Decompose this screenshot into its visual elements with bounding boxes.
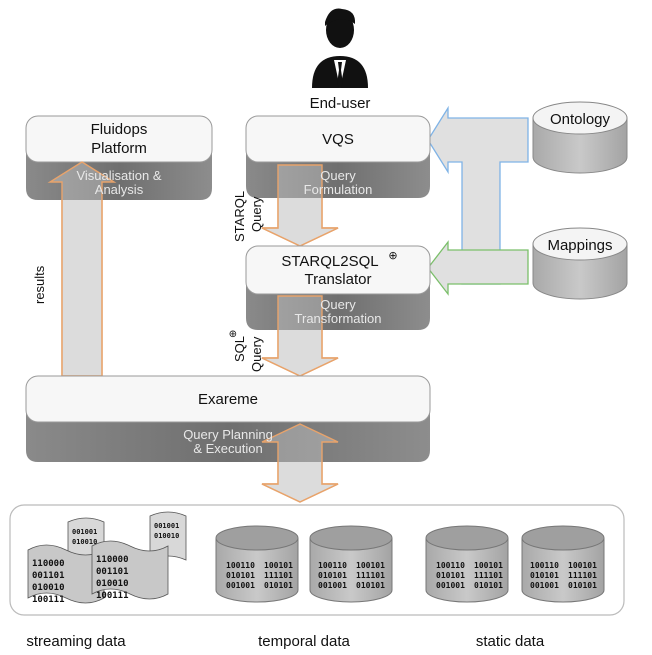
vqs-title: VQS [322,131,354,148]
results-arrow-overlay [47,161,117,377]
streaming-data-icon [27,511,187,604]
sql-label-1: SQL [232,336,247,362]
streaming-data-label: streaming data [26,633,126,650]
static-bits-10: 100101 [568,561,597,570]
stream-bits-8: 100111 [32,595,65,605]
sql-arrow-overlay [261,295,339,377]
vqs-sub-2: Formulation [304,182,373,197]
sql-label-2: Query [249,336,264,372]
stream-bits-6: 001101 [32,571,65,581]
static-bits-1: 100110 [436,561,465,570]
temporal-bits-6: 010101 [264,581,293,590]
temporal-bits-3: 001001 [226,581,255,590]
static-bits-5: 111101 [474,571,503,580]
starql-label-2: Query [249,196,264,232]
stream-bits-11: 010010 [96,579,129,589]
temporal-data-cylinders [215,525,393,603]
static-bits-12: 010101 [568,581,597,590]
results-label: results [32,265,47,304]
stream-bits-2: 010010 [72,538,97,546]
translator-title-2: Translator [305,271,372,288]
execution-arrow-overlay [261,423,339,503]
stream-bits-7: 010010 [32,583,65,593]
static-bits-3: 001001 [436,581,465,590]
mappings-to-translator-arrow [427,240,529,296]
translator-sub-1: Query [320,297,356,312]
static-bits-6: 010101 [474,581,503,590]
exareme-box [25,375,431,462]
stream-bits-1: 001001 [72,528,97,536]
ontology-label: Ontology [550,111,611,128]
temporal-bits-5: 111101 [264,571,293,580]
mappings-label: Mappings [547,237,612,254]
temporal-bits-2: 010101 [226,571,255,580]
temporal-data-label: temporal data [258,633,350,650]
ontology-cylinder [532,101,628,174]
translator-title-1: STARQL2SQL [281,253,378,270]
starql-label-1: STARQL [232,191,247,242]
stream-bits-9: 110000 [96,555,129,565]
stream-bits-4: 010010 [154,532,179,540]
ontology-to-vqs-arrow [427,105,529,285]
fluidops-sub-1: Visualisation & [76,168,161,183]
translator-sub-2: Transformation [295,311,382,326]
static-data-label: static data [476,633,545,650]
exareme-sub-2: & Execution [193,441,262,456]
end-user-label: End-user [310,95,371,112]
temporal-bits-9: 001001 [318,581,347,590]
vqs-box [245,115,431,198]
exareme-title: Exareme [198,391,258,408]
translator-box [245,245,431,330]
temporal-bits-11: 111101 [356,571,385,580]
static-data-cylinders [425,525,605,603]
fluidops-sub-2: Analysis [95,182,144,197]
static-bits-9: 001001 [530,581,559,590]
stream-bits-3: 001001 [154,522,179,530]
temporal-bits-1: 100110 [226,561,255,570]
fluidops-title-1: Fluidops [91,121,148,138]
static-bits-8: 010101 [530,571,559,580]
temporal-bits-10: 100101 [356,561,385,570]
temporal-bits-7: 100110 [318,561,347,570]
static-bits-2: 010101 [436,571,465,580]
translator-title-sup: ⊕ [388,250,397,262]
mappings-cylinder [532,227,628,300]
temporal-bits-12: 010101 [356,581,385,590]
exareme-sub-1: Query Planning [183,427,273,442]
sql-label-sup: ⊕ [228,330,239,338]
fluidops-title-2: Platform [91,140,147,157]
stream-bits-5: 110000 [32,559,65,569]
static-bits-7: 100110 [530,561,559,570]
vqs-sub-1: Query [320,168,356,183]
static-bits-11: 111101 [568,571,597,580]
fluidops-platform-box [25,115,213,200]
end-user-icon [312,8,368,88]
temporal-bits-4: 100101 [264,561,293,570]
stream-bits-10: 001101 [96,567,129,577]
stream-bits-12: 100111 [96,591,129,601]
static-bits-4: 100101 [474,561,503,570]
temporal-bits-8: 010101 [318,571,347,580]
starql-arrow-overlay [261,164,339,247]
